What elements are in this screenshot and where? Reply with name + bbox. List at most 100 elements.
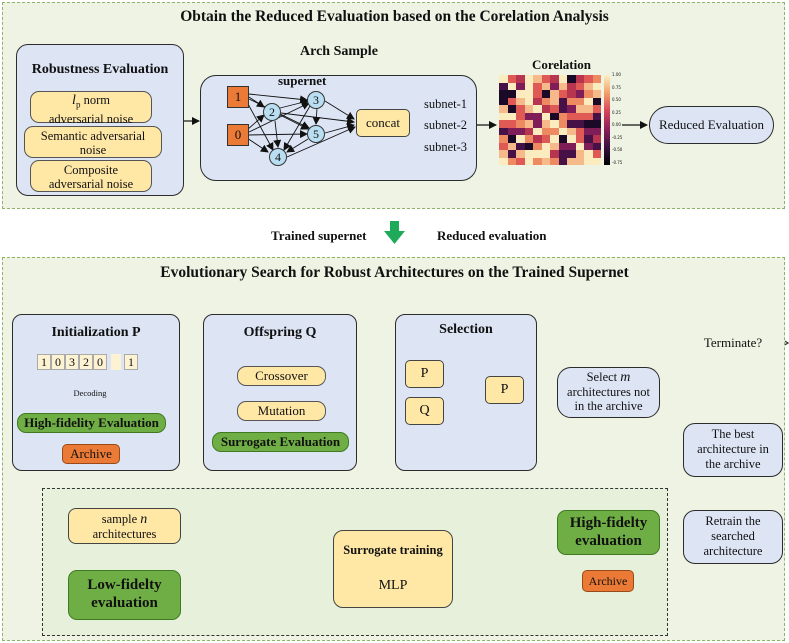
heatmap-cell	[516, 75, 525, 83]
heatmap-cell	[567, 150, 576, 158]
heatmap-cell	[558, 157, 568, 166]
mutation-pill: Mutation	[237, 401, 326, 421]
heatmap-cell	[524, 75, 534, 83]
mlp-label: MLP	[378, 578, 408, 593]
subnet-2-label: subnet-2	[424, 118, 468, 132]
heatmap-cell	[567, 120, 576, 128]
arch-sample-title: Arch Sample	[300, 44, 378, 59]
heatmap-cell	[592, 112, 602, 121]
code-cell-1: 1	[37, 354, 51, 370]
heatmap-cell	[524, 97, 534, 106]
heatmap-cell	[524, 112, 534, 121]
heatmap-cell	[550, 90, 559, 98]
edge-5-4	[286, 138, 309, 153]
heatmap-cell	[516, 127, 525, 136]
corelation-title: Corelation	[532, 57, 591, 72]
heatmap-cell	[592, 105, 602, 113]
heatmap-cell	[541, 75, 551, 83]
heatmap-cell	[592, 97, 602, 106]
heatmap-cell	[592, 142, 602, 151]
heatmap-cell	[550, 97, 559, 106]
initialization-title: Initialization P	[51, 325, 141, 340]
heatmap-cell	[533, 105, 542, 113]
heatmap-cell	[516, 135, 525, 143]
heatmap-cell	[516, 97, 525, 106]
heatmap-cell	[575, 112, 585, 121]
heatmap-cell	[507, 105, 517, 113]
composite-noise-pill: Composite adversarial noise	[30, 160, 152, 192]
heatmap-cell	[533, 97, 542, 106]
heatmap-cell	[550, 127, 559, 136]
archive-init: Archive	[62, 444, 120, 464]
heatmap-cell	[592, 157, 602, 166]
heatmap-cell	[541, 120, 551, 128]
heatmap-cell	[524, 90, 534, 98]
heatmap-cell	[516, 157, 525, 166]
surrogate-evaluation-offspring: Surrogate Evaluation	[212, 432, 349, 452]
edge-0-4	[246, 137, 269, 153]
heatmap-cell	[499, 105, 508, 113]
heatmap-cell	[550, 82, 559, 91]
heatmap-cell	[516, 142, 525, 151]
code-cell-4: 2	[79, 354, 93, 370]
edge-0-2	[246, 114, 265, 131]
heatmap-cell	[499, 135, 508, 143]
node-3: 3	[307, 91, 325, 109]
heatmap-cell	[499, 90, 508, 98]
heatmap-cell	[507, 112, 517, 121]
heatmap-cell	[499, 157, 508, 166]
heatmap-cell	[592, 127, 602, 136]
bottom-title: Evolutionary Search for Robust Architect…	[160, 264, 629, 281]
trained-supernet-label: Trained supernet	[271, 228, 367, 243]
heatmap-cell	[567, 82, 576, 91]
heatmap-cell	[516, 112, 525, 121]
edge-1-3	[248, 93, 308, 104]
selection-title: Selection	[439, 322, 493, 337]
node-2: 2	[263, 103, 281, 121]
heatmap-cell	[524, 142, 534, 151]
heatmap-cell	[592, 82, 602, 91]
green-down-arrow	[384, 221, 405, 244]
heatmap-cell	[499, 82, 508, 91]
heatmap-cell	[550, 150, 559, 158]
heatmap-cell	[507, 75, 517, 83]
colorbar-tick-label: -0.75	[612, 160, 623, 165]
archive-inner: Archive	[582, 570, 634, 592]
heatmap-cell	[584, 157, 593, 166]
heatmap-cell	[524, 150, 534, 158]
heatmap-cell	[541, 105, 551, 113]
heatmap-cell	[592, 135, 602, 143]
heatmap-cell	[575, 82, 585, 91]
node-5: 5	[307, 125, 325, 143]
semantic-noise-pill: Semantic adversarial noise	[24, 126, 162, 158]
heatmap-cell	[499, 127, 508, 136]
heatmap-cell	[516, 150, 525, 158]
heatmap-cell	[584, 82, 593, 91]
heatmap-cell	[516, 82, 525, 91]
code-cell-2: 0	[51, 354, 65, 370]
heatmap-cell	[524, 135, 534, 143]
select-m-box: Select m architectures not in the archiv…	[557, 367, 660, 418]
top-title: Obtain the Reduced Evaluation based on t…	[180, 8, 609, 25]
heatmap-cell	[584, 127, 593, 136]
edge-4-concat	[286, 126, 356, 158]
edge-3-4	[283, 105, 311, 151]
heatmap-cell	[567, 142, 576, 151]
heatmap-cell	[592, 75, 602, 83]
heatmap-cell	[558, 142, 568, 151]
heatmap-cell	[541, 157, 551, 166]
surrogate-training-title: Surrogate training	[343, 543, 443, 557]
heatmap-cell	[541, 127, 551, 136]
high-fidelity-evaluation-inner: High-fidelty evaluation	[557, 510, 660, 555]
heatmap-cell	[499, 112, 508, 121]
heatmap-cell	[567, 75, 576, 83]
heatmap-cell	[541, 150, 551, 158]
initialization-box	[12, 314, 180, 471]
heatmap-cell	[541, 135, 551, 143]
subnet-1-label: subnet-1	[424, 97, 468, 111]
colorbar-tick-label: 0.50	[612, 97, 621, 103]
heatmap-cell	[524, 120, 534, 128]
heatmap-cell	[507, 157, 517, 166]
heatmap-cell	[550, 75, 559, 83]
heatmap-cell	[550, 112, 559, 121]
